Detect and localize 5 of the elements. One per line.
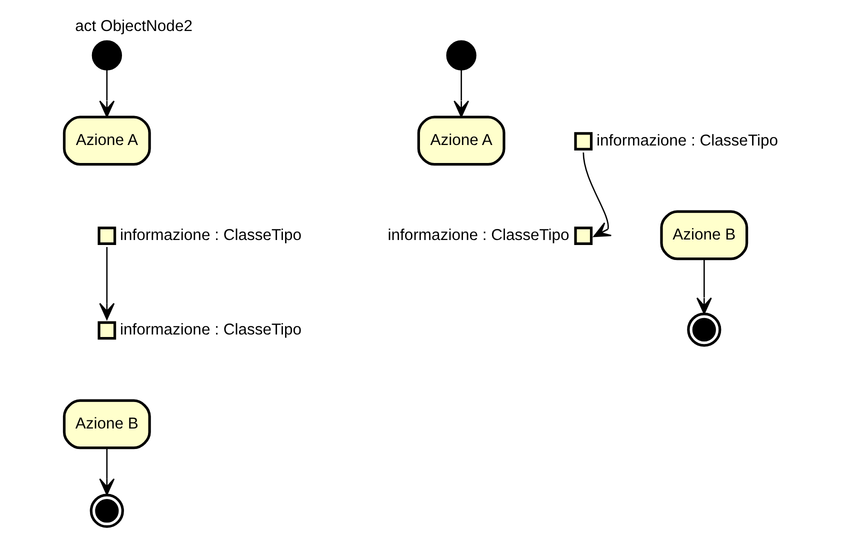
node-label: informazione : ClasseTipo [388, 226, 570, 244]
node-label: informazione : ClasseTipo [596, 132, 778, 150]
node-label: informazione : ClasseTipo [120, 226, 302, 244]
diagram-title: act ObjectNode2 [75, 18, 192, 36]
node-label: informazione : ClasseTipo [120, 321, 302, 338]
